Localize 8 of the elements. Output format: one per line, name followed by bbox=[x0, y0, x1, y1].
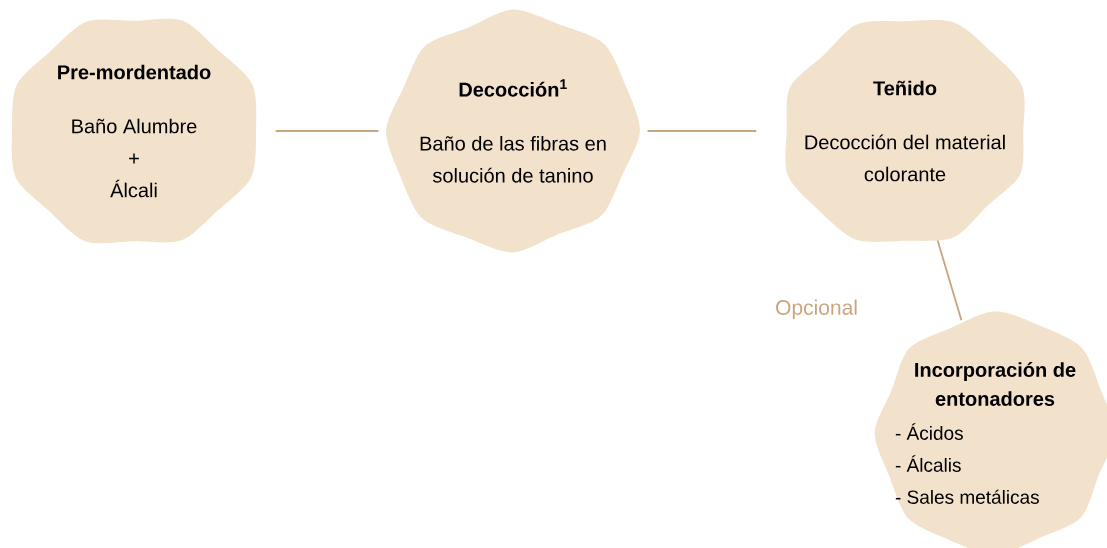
blob-node: Decocción$^{1}$ Baño de las fibras en solución de tanino bbox=[386, 9, 640, 253]
edge-label: Opcional bbox=[776, 299, 857, 320]
blob-node: Incorporación de entonadores - Ácidos - Álcalis - Sales metálicas bbox=[874, 311, 1107, 548]
connector-line bbox=[646, 130, 758, 132]
connector-line bbox=[274, 130, 380, 132]
blob-node: Teñido Decocción del material colorante bbox=[785, 20, 1025, 242]
blob-node: Pre-mordentado Baño Alumbre + Álcali bbox=[11, 18, 257, 244]
connector-line bbox=[936, 239, 963, 321]
